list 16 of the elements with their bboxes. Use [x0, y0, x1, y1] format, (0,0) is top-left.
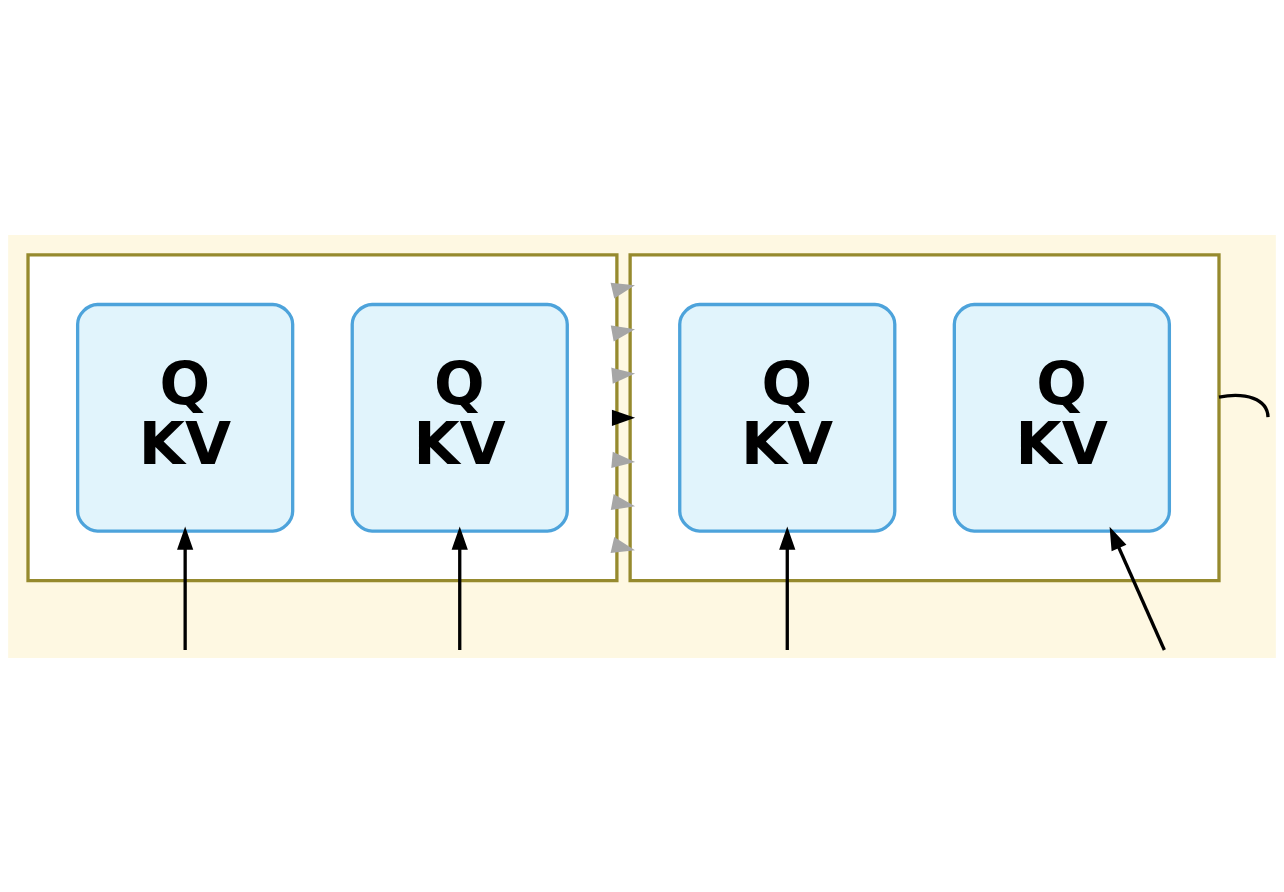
arrow: [779, 525, 796, 650]
node-box: Q KV: [76, 302, 295, 533]
cluster: [628, 252, 1221, 582]
arrow: [611, 367, 636, 384]
node-box: Q KV: [952, 302, 1172, 533]
arrow: [611, 409, 636, 426]
arrow: [610, 324, 636, 341]
cluster: [26, 252, 619, 582]
node-box: Q KV: [350, 302, 569, 533]
arrow: [1109, 526, 1166, 651]
node-box: Q KV: [678, 302, 897, 533]
arrow: [611, 451, 636, 468]
arrow: [177, 525, 194, 650]
connector: [1218, 393, 1270, 417]
arrow: [451, 525, 468, 650]
arrow: [610, 493, 636, 510]
